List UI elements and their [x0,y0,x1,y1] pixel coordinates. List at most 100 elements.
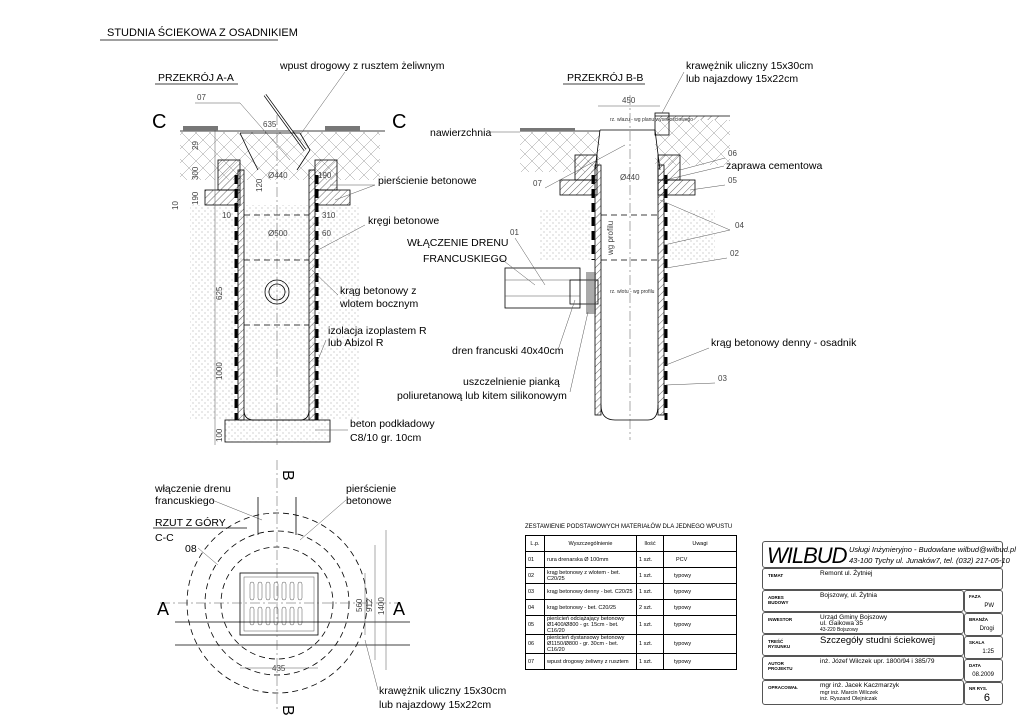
dim-912: 912 [365,598,374,612]
company-line-2: 43-100 Tychy ul. Junaków7, tel. (032) 21… [849,556,1010,565]
label-inlet-level: rz. wlotu - wg profilu [610,289,655,295]
section-b-b: PRZEKRÓJ B-B 450 rz. wlazu - wg planu wy… [397,60,857,440]
label-seal-1: uszczelnienie pianką [463,376,560,388]
key-faza: FAZA [969,594,981,599]
dim-10b: 10 [222,211,231,220]
plan-heading: RZUT Z GÓRY [155,516,226,529]
dim-190: 190 [191,191,200,205]
ref-04: 04 [735,221,744,230]
key-data: DATA [969,663,981,668]
dim-560: 560 [355,598,364,612]
label-curb-2: lub najazdowy 15x22cm [686,73,798,85]
value-nr: 6 [983,692,990,704]
dim-100: 100 [215,428,224,442]
cell: 1 szt. [636,583,664,600]
dim-60: 60 [322,229,331,238]
cell: typowy [663,567,737,584]
label-isolation-2: lub Abizol R [328,337,384,349]
value-branza: Drogi [979,626,994,632]
dim-625: 625 [215,286,224,300]
value-temat: Remont ul. Żytniej [820,570,873,577]
plan-subheading: C-C [155,532,174,544]
cell: 05 [525,615,545,635]
cell: 02 [525,567,545,584]
label-base-1: beton podkładowy [350,418,435,430]
value-skala: 1:25 [982,649,994,655]
row-tresc: TREŚĆ RYSUNKU Szczegóły studni ściekowej [762,634,964,656]
key-temat: TEMAT [768,573,784,578]
row-autor: AUTOR PROJEKTU inż. Józef Wilczek upr. 18… [762,656,964,680]
label-mortar: zaprawa cementowa [726,160,822,172]
dim-29: 29 [191,141,200,150]
label-drain-1: WŁĄCZENIE DRENU [407,237,509,249]
key-opracowal: OPRACOWAŁ [768,685,798,690]
value-opracowal-1: mgr inż. Jacek Kaczmarzyk [820,682,900,689]
key-tresc: TREŚĆ RYSUNKU [768,639,791,649]
plan-c-c: włączenie drenu francuskiego pierścienie… [153,460,506,716]
section-mark-a-left: A [157,599,169,619]
cell: typowy [663,615,737,635]
dim-310: 310 [322,211,336,220]
plan-label-drain-2: francuskiego [155,495,215,507]
dim-10: 10 [171,201,180,210]
value-inwestor-3: 43-220 Bojszowy [820,627,859,633]
dim-07: 07 [197,93,206,102]
label-french-drain: dren francuski 40x40cm [452,345,564,357]
dim-435: 435 [272,664,286,673]
cell-skala: SKALA 1:25 [964,636,1003,659]
header-notes: Uwagi [663,535,737,552]
cell: 04 [525,599,545,616]
label-surface: nawierzchnia [430,127,491,139]
cell: typowy [663,634,737,654]
label-seal-2: poliuretanową lub kitem silikonowym [397,390,567,402]
header-description: Wyszczególnienie [544,535,637,552]
cell: krąg betonowy denny - bet. C20/25 [544,583,637,600]
cell: 1 szt. [636,615,664,635]
value-opracowal-3: inż. Ryszard Olejniczak [820,696,878,702]
label-rings: pierścienie betonowe [378,175,477,187]
cell: 1 szt. [636,567,664,584]
label-base-2: C8/10 gr. 10cm [350,432,421,444]
row-temat: TEMAT Remont ul. Żytniej [762,568,1003,590]
cell: PCV [663,551,737,568]
dim-1400: 1400 [377,597,386,615]
cell: typowy [663,583,737,600]
value-opracowal-2: mgr inż. Marcin Wilczek [820,690,879,696]
ref-02: 02 [730,249,739,258]
cell: 1 szt. [636,634,664,654]
ref-08: 08 [185,543,197,555]
label-kregi: kręgi betonowe [368,215,439,227]
label-hatch-level: rz. wlazu - wg planu wysokościowego [610,117,693,123]
section-mark-b-bottom: B [279,705,296,716]
plan-label-rings-2: betonowe [346,495,392,507]
key-skala: SKALA [969,640,985,645]
cell: krąg betonowy z wlotem - bet. C20/25 [544,567,637,584]
plan-label-curb-2: lub najazdowy 15x22cm [379,699,491,711]
label-inlet: wpust drogowy z rusztem żeliwnym [279,60,445,72]
dim-1000: 1000 [215,362,224,380]
header-lp: L.p. [525,535,545,552]
value-adres: Bojszowy, ul. Żytnia [820,592,877,599]
section-mark-a-right: A [393,599,405,619]
cell: 01 [525,551,545,568]
plan-label-drain-1: włączenie drenu [154,483,231,495]
value-autor: inż. Józef Wilczek upr. 1800/94 i 385/79 [820,658,935,665]
dim-190b: 190 [318,171,332,180]
section-mark-c-right: C [392,111,406,133]
cell: typowy [663,653,737,670]
cell: pierścień dystansowy betonowy Ø1150/Ø800… [544,634,637,654]
cell: 06 [525,634,545,654]
section-bb-heading: PRZEKRÓJ B-B [567,71,643,84]
key-autor: AUTOR PROJEKTU [768,661,793,671]
header-quantity: Ilość [636,535,664,552]
grate-icon [249,581,303,626]
key-branza: BRANŻA [969,617,988,622]
value-tresc: Szczegóły studni ściekowej [820,635,936,646]
company-logo: WILBUD [767,543,848,568]
